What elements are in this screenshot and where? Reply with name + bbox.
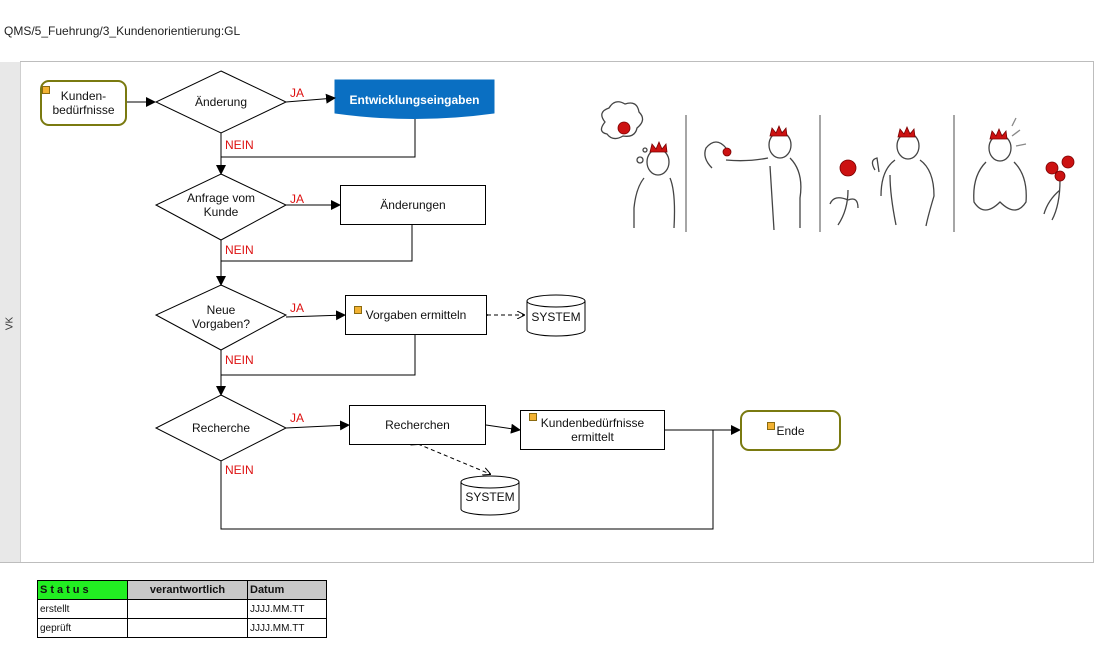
vorgaben-marker: [354, 306, 362, 314]
decision-vorgaben-label: Neue Vorgaben?: [191, 303, 251, 331]
label-nein-3: NEIN: [225, 353, 254, 367]
ende-marker: [767, 422, 775, 430]
edge-d3-ja: [285, 310, 346, 321]
status-cell: erstellt: [37, 599, 128, 619]
edge-d1-ja: [285, 93, 336, 104]
table-row: geprüft JJJJ.MM.TT: [37, 618, 327, 638]
label-nein-2: NEIN: [225, 243, 254, 257]
responsible-cell[interactable]: [127, 618, 248, 638]
edge-d4-ja: [285, 420, 350, 431]
decision-aenderung-label: Änderung: [194, 95, 248, 109]
responsible-cell[interactable]: [127, 599, 248, 619]
label-nein-1: NEIN: [225, 138, 254, 152]
decision-anfrage-label: Anfrage vom Kunde: [186, 191, 256, 219]
date-cell[interactable]: JJJJ.MM.TT: [247, 599, 327, 619]
task-aenderungen[interactable]: Änderungen: [340, 185, 486, 225]
start-marker: [42, 86, 50, 94]
edge-rech-kb: [485, 423, 521, 434]
date-header: Datum: [247, 580, 327, 600]
edge-entw-back: [221, 119, 416, 158]
system-database-2[interactable]: [460, 475, 520, 516]
responsible-header: verantwortlich: [127, 580, 248, 600]
status-table: Status verantwortlich Datum erstellt JJJ…: [37, 580, 327, 638]
label-nein-4: NEIN: [225, 463, 254, 477]
label-ja-2: JA: [290, 192, 305, 206]
status-header: Status: [37, 580, 128, 600]
table-row: erstellt JJJJ.MM.TT: [37, 599, 327, 619]
status-cell: geprüft: [37, 618, 128, 638]
task-recherchen[interactable]: Recherchen: [349, 405, 486, 445]
entwicklungseingaben-label: Entwicklungseingaben: [349, 93, 480, 107]
swimlane-bottom-border: [0, 562, 1094, 563]
swimlane-top-border: [20, 61, 1094, 62]
task-vorgaben-ermitteln[interactable]: Vorgaben ermitteln: [345, 295, 487, 335]
edge-vorg-back: [221, 335, 416, 376]
label-ja-4: JA: [290, 411, 305, 425]
swimlane-header: [0, 62, 21, 562]
system-label-1: SYSTEM: [531, 310, 581, 324]
end-ende[interactable]: Ende: [740, 410, 841, 451]
edge-rech-system: [418, 444, 490, 474]
breadcrumb: QMS/5_Fuehrung/3_Kundenorientierung:GL: [4, 24, 241, 38]
date-cell[interactable]: JJJJ.MM.TT: [247, 618, 327, 638]
edge-d4-nein: [220, 430, 714, 530]
crowns-and-flowers: [617, 121, 1075, 182]
system-label-2: SYSTEM: [465, 490, 515, 504]
decision-recherche-label: Recherche: [191, 421, 251, 435]
label-ja-3: JA: [290, 301, 305, 315]
system-database-1[interactable]: [526, 294, 586, 337]
label-ja-1: JA: [290, 86, 305, 100]
start-kundenbeduerfnisse[interactable]: Kunden- bedürfnisse: [40, 80, 127, 126]
edge-aend-back: [221, 225, 413, 262]
entwicklungseingaben-shape[interactable]: [334, 79, 495, 119]
customer-illustration: [600, 101, 1061, 232]
task-kundenbeduerfnisse-ermittelt[interactable]: Kundenbedürfnisse ermittelt: [520, 410, 665, 450]
kb-marker: [529, 413, 537, 421]
